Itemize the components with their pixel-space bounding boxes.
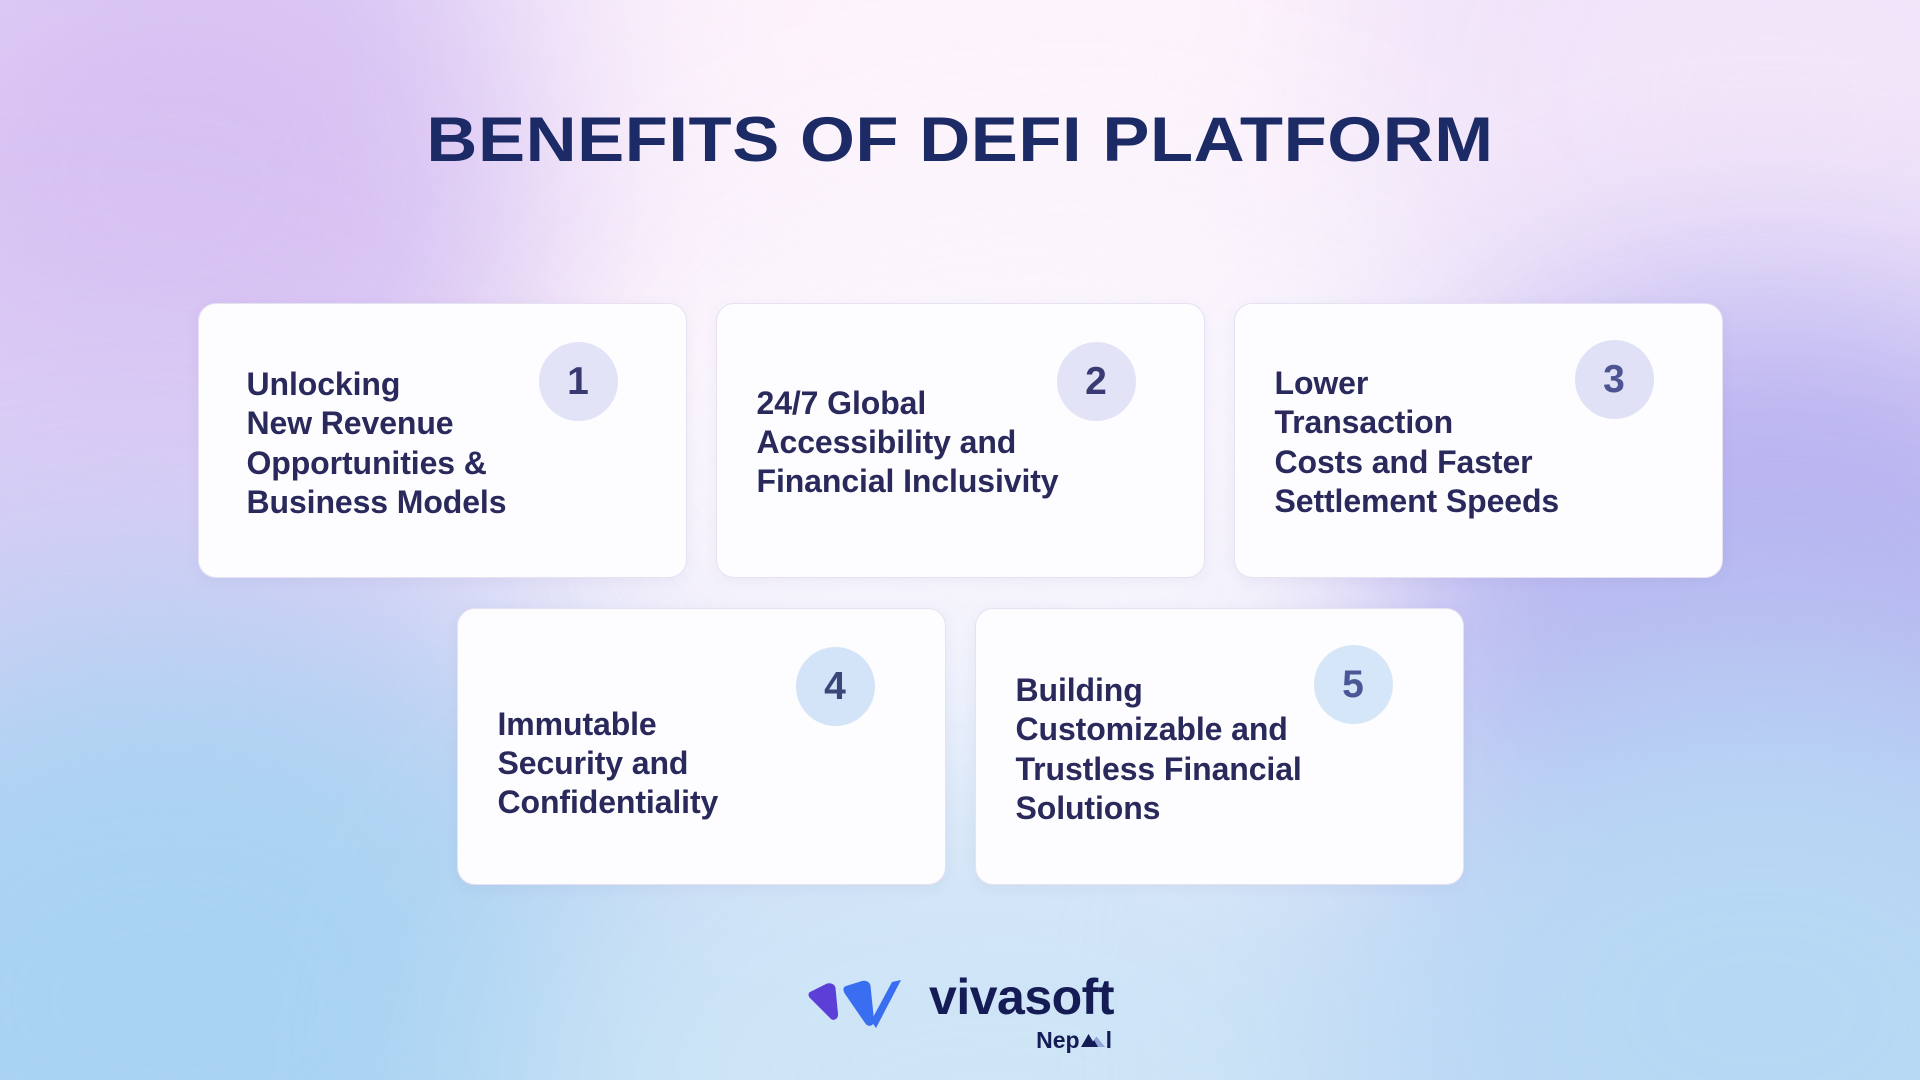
vivasoft-logo[interactable]: vivasoft Nep l [806, 972, 1114, 1052]
page-title: BENEFITS OF DEFI PLATFORM [426, 105, 1494, 175]
benefit-text-4: Immutable Security and Confidentiality [497, 705, 719, 821]
benefit-card-4[interactable]: 4 Immutable Security and Confidentiality [456, 608, 946, 885]
benefit-badge-5: 5 [1313, 645, 1393, 724]
benefit-card-3[interactable]: 3 Lower Transaction Costs and Faster Set… [1233, 303, 1723, 578]
vivasoft-mark-icon [806, 978, 910, 1039]
vivasoft-wordmark: vivasoft [929, 969, 1114, 1025]
benefits-row-bottom: 4 Immutable Security and Confidentiality… [0, 608, 1920, 885]
benefits-row-top: 1 Unlocking New Revenue Opportunities & … [0, 303, 1920, 578]
benefit-text-5: Building Customizable and Trustless Fina… [1015, 672, 1302, 826]
benefit-card-1[interactable]: 1 Unlocking New Revenue Opportunities & … [197, 303, 687, 578]
benefit-badge-1: 1 [538, 342, 618, 421]
vivasoft-sub-prefix: Nep [1036, 1027, 1080, 1053]
benefit-text-3: Lower Transaction Costs and Faster Settl… [1274, 365, 1560, 519]
benefit-badge-4: 4 [795, 647, 875, 726]
vivasoft-sub-suffix: l [1105, 1027, 1112, 1053]
mountain-icon [1080, 1029, 1106, 1052]
vivasoft-wordmark-group: vivasoft Nep l [929, 972, 1114, 1052]
benefit-text-2: 24/7 Global Accessibility and Financial … [756, 384, 1059, 500]
benefit-badge-3: 3 [1574, 340, 1654, 419]
vivasoft-sub-nepal: Nep l [1036, 1029, 1112, 1052]
benefit-badge-2: 2 [1056, 342, 1136, 421]
benefit-text-1: Unlocking New Revenue Opportunities & Bu… [246, 366, 507, 520]
benefits-grid: 1 Unlocking New Revenue Opportunities & … [0, 303, 1920, 885]
benefit-card-5[interactable]: 5 Building Customizable and Trustless Fi… [974, 608, 1464, 885]
benefit-card-2[interactable]: 2 24/7 Global Accessibility and Financia… [715, 303, 1205, 578]
